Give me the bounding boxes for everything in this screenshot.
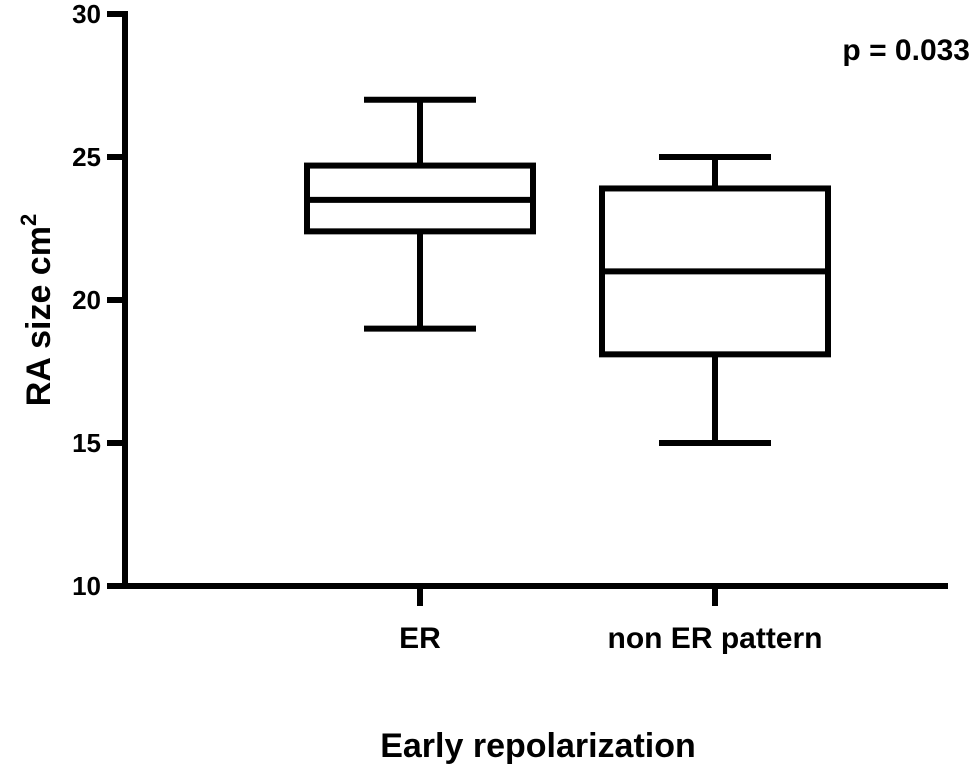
y-tick-label: 25	[72, 142, 101, 172]
box-non-er-pattern	[599, 154, 831, 446]
x-category-label: ER	[399, 622, 441, 655]
x-axis-title: Early repolarization	[380, 727, 696, 765]
y-axis-title-text: RA size cm	[20, 226, 58, 406]
y-axis-title-superscript: 2	[16, 214, 41, 226]
p-value-annotation: p = 0.033	[842, 34, 970, 67]
y-tick-label: 10	[72, 571, 101, 601]
y-tick-label: 20	[72, 285, 101, 315]
box-er	[304, 96, 536, 332]
x-category-label: non ER pattern	[608, 622, 823, 655]
y-tick-label: 15	[72, 428, 101, 458]
y-tick-label: 30	[72, 0, 101, 29]
y-axis-ticks: 10 15 20 25 30	[72, 0, 125, 601]
y-axis-title: RA size cm2	[16, 214, 58, 406]
category-labels: ER non ER pattern	[399, 586, 823, 655]
boxes	[304, 96, 831, 446]
